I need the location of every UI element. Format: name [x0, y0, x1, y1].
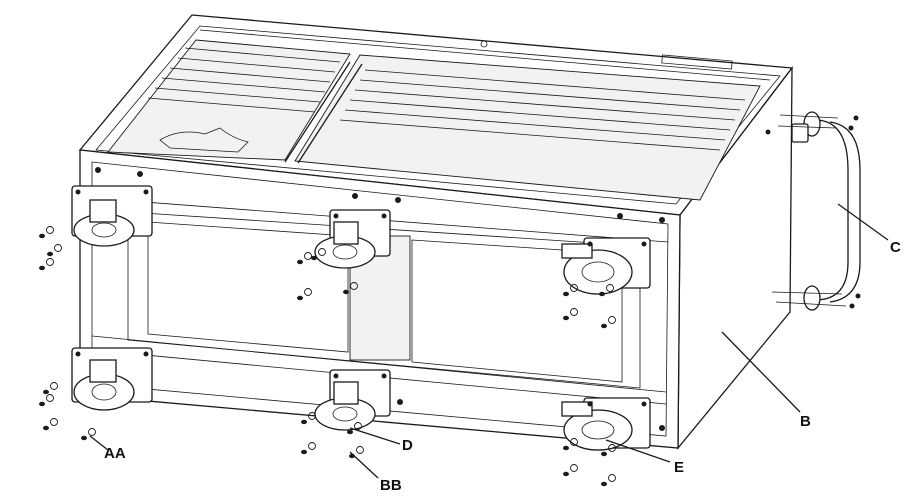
screw: [81, 435, 87, 441]
washer: [50, 382, 58, 390]
caster-bottom-left: [71, 347, 153, 411]
screw: [563, 315, 569, 321]
screw: [343, 289, 349, 295]
washer: [570, 284, 578, 292]
washer: [570, 308, 578, 316]
screw: [601, 323, 607, 329]
drawer-rails: [107, 29, 771, 201]
screw: [563, 291, 569, 297]
screw: [301, 419, 307, 425]
screw: [563, 471, 569, 477]
callout-e: E: [674, 459, 684, 476]
screw: [297, 259, 303, 265]
caster-top-left: [71, 185, 153, 247]
screw: [301, 449, 307, 455]
caster-top-right: [561, 237, 651, 295]
washer: [46, 394, 54, 402]
leader-lines: [89, 203, 889, 479]
washer: [608, 474, 616, 482]
callout-c: C: [890, 239, 901, 256]
washer: [570, 464, 578, 472]
screw: [601, 481, 607, 487]
washer: [304, 288, 312, 296]
screw: [39, 401, 45, 407]
caster-bottom-center: [314, 369, 391, 431]
washer: [608, 316, 616, 324]
screw: [39, 233, 45, 239]
screw: [599, 291, 605, 297]
callout-bb: BB: [380, 477, 402, 494]
washer: [308, 412, 316, 420]
washer: [308, 442, 316, 450]
screw: [347, 429, 353, 435]
caster-bottom-right: [561, 397, 651, 451]
hardware-screws: [39, 226, 616, 487]
screw: [47, 251, 53, 257]
washer: [606, 284, 614, 292]
caster-top-center: [314, 209, 391, 269]
washer: [608, 444, 616, 452]
washer: [46, 226, 54, 234]
washer: [304, 252, 312, 260]
side-handle: [765, 111, 861, 311]
callout-d: D: [402, 437, 413, 454]
callout-b: B: [800, 413, 811, 430]
callout-aa: AA: [104, 445, 126, 462]
washer: [50, 418, 58, 426]
washer: [570, 438, 578, 446]
washer: [54, 244, 62, 252]
screw: [39, 265, 45, 271]
screw: [311, 255, 317, 261]
washer: [88, 428, 96, 436]
washer: [46, 258, 54, 266]
screw: [43, 389, 49, 395]
washer: [354, 422, 362, 430]
screw: [563, 445, 569, 451]
washer: [356, 446, 364, 454]
screw: [601, 451, 607, 457]
screw: [43, 425, 49, 431]
washer: [350, 282, 358, 290]
screw: [297, 295, 303, 301]
washer: [318, 248, 326, 256]
